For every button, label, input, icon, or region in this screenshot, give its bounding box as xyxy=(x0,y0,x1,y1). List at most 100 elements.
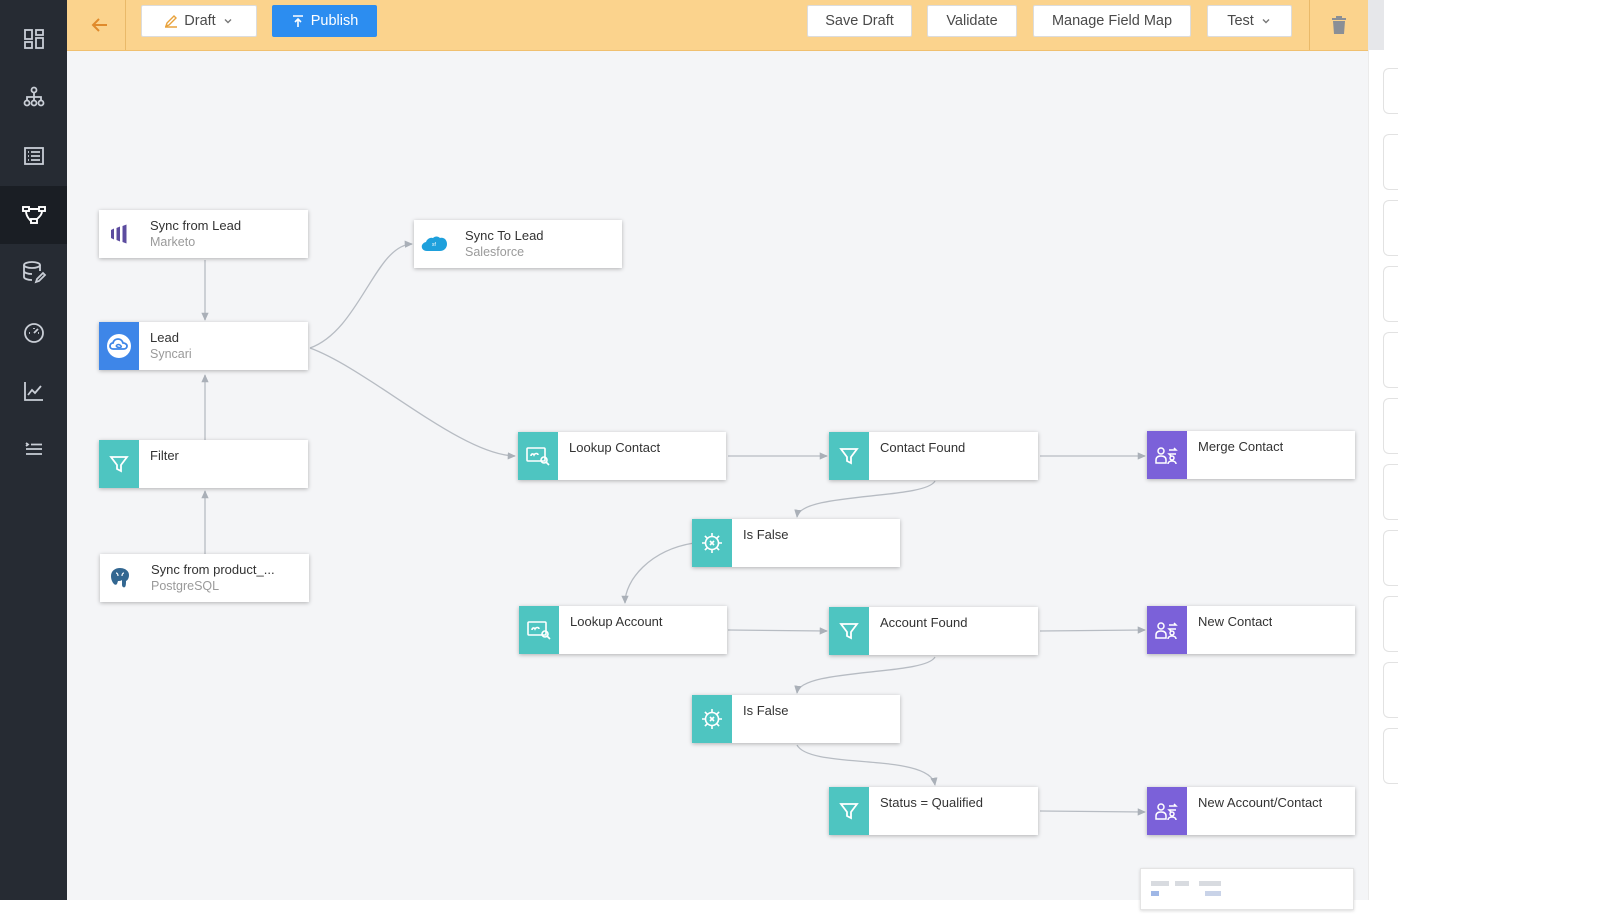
side-panel-tab[interactable] xyxy=(1383,332,1398,388)
toolbar-divider xyxy=(125,0,126,50)
side-panel-tab[interactable] xyxy=(1383,464,1398,520)
filter-icon xyxy=(109,456,129,473)
filter-icon xyxy=(839,448,859,465)
node-sync-to-lead[interactable]: sf Sync To Lead Salesforce xyxy=(414,220,622,268)
node-new-account-contact[interactable]: New Account/Contact xyxy=(1147,787,1355,835)
nav-entities[interactable] xyxy=(0,68,67,126)
draft-dropdown[interactable]: Draft xyxy=(141,5,257,37)
side-panel-tab[interactable] xyxy=(1383,134,1398,190)
nav-logs[interactable] xyxy=(0,420,67,478)
nav-analytics[interactable] xyxy=(0,362,67,420)
sidebar xyxy=(0,0,67,900)
node-title: Contact Found xyxy=(880,440,966,455)
node-subtitle: Salesforce xyxy=(465,245,525,259)
side-panel-tab[interactable] xyxy=(1383,530,1398,586)
postgresql-icon xyxy=(111,568,129,588)
gear-icon xyxy=(702,533,722,553)
save-draft-label: Save Draft xyxy=(825,13,894,29)
side-panel-tab[interactable] xyxy=(1383,728,1398,784)
side-panel-tab[interactable] xyxy=(1383,266,1398,322)
nav-records[interactable] xyxy=(0,127,67,185)
database-edit-icon xyxy=(22,261,46,284)
nav-data-studio[interactable] xyxy=(0,244,67,302)
side-panel-tab[interactable] xyxy=(1383,200,1398,256)
nav-dashboard[interactable] xyxy=(0,10,67,68)
upload-icon xyxy=(292,15,303,27)
node-title: Lookup Account xyxy=(570,614,663,629)
publish-label: Publish xyxy=(310,13,359,29)
toolbar-divider xyxy=(1309,0,1310,50)
trash-icon xyxy=(1332,16,1346,34)
node-title: New Contact xyxy=(1198,614,1273,629)
node-title: Account Found xyxy=(880,615,968,630)
users-sync-icon xyxy=(1155,622,1178,640)
node-title: Sync To Lead xyxy=(465,228,544,243)
node-title: Lookup Contact xyxy=(569,440,661,455)
node-title: Merge Contact xyxy=(1198,439,1284,454)
manage-field-map-button[interactable]: Manage Field Map xyxy=(1033,5,1191,37)
node-title: Lead xyxy=(150,330,179,345)
node-account-found[interactable]: Account Found xyxy=(829,607,1038,655)
test-dropdown[interactable]: Test xyxy=(1207,5,1292,37)
node-sync-from-lead[interactable]: Sync from Lead Marketo xyxy=(99,210,308,258)
node-filter[interactable]: Filter xyxy=(99,440,308,488)
chart-line-icon xyxy=(23,382,43,401)
node-title: Sync from Lead xyxy=(150,218,242,233)
node-title: New Account/Contact xyxy=(1198,795,1323,810)
node-title: Is False xyxy=(743,527,789,542)
users-sync-icon xyxy=(1155,447,1178,465)
publish-button[interactable]: Publish xyxy=(272,5,377,37)
side-panel xyxy=(1368,0,1600,900)
node-title: Sync from product_... xyxy=(151,562,275,577)
side-panel-tab[interactable] xyxy=(1383,596,1398,652)
node-merge-contact[interactable]: Merge Contact xyxy=(1147,431,1355,479)
node-title: Status = Qualified xyxy=(880,795,983,810)
side-panel-tab[interactable] xyxy=(1383,68,1398,114)
marketo-icon xyxy=(111,224,127,244)
node-lookup-contact[interactable]: Lookup Contact xyxy=(518,432,726,480)
filter-icon xyxy=(839,803,859,820)
test-label: Test xyxy=(1227,13,1254,29)
nav-monitoring[interactable] xyxy=(0,303,67,361)
gauge-icon xyxy=(23,323,44,343)
node-status-qualified[interactable]: Status = Qualified xyxy=(829,787,1038,835)
svg-text:sf: sf xyxy=(432,242,437,248)
toolbar: Draft Publish Save Draft Validate Manage… xyxy=(67,0,1368,51)
minimap-preview xyxy=(1151,881,1221,896)
chevron-down-icon xyxy=(224,19,232,24)
node-lookup-account[interactable]: Lookup Account xyxy=(519,606,727,654)
chevron-down-icon xyxy=(1262,19,1270,24)
draft-label: Draft xyxy=(184,13,216,29)
node-title: Is False xyxy=(743,703,789,718)
node-lead[interactable]: Lead Syncari xyxy=(99,322,308,370)
node-sync-from-product[interactable]: Sync from product_... PostgreSQL xyxy=(100,554,309,602)
side-panel-tab[interactable] xyxy=(1383,662,1398,718)
hierarchy-icon xyxy=(23,86,44,107)
node-contact-found[interactable]: Contact Found xyxy=(829,432,1038,480)
node-title: Filter xyxy=(150,448,179,463)
pipeline-icon xyxy=(21,206,46,224)
arrow-left-icon xyxy=(91,18,107,32)
save-draft-button[interactable]: Save Draft xyxy=(807,5,912,37)
filter-icon xyxy=(839,623,859,640)
node-new-contact[interactable]: New Contact xyxy=(1147,606,1355,654)
side-panel-tab[interactable] xyxy=(1383,398,1398,454)
minimap[interactable] xyxy=(1140,868,1354,910)
manage-field-map-label: Manage Field Map xyxy=(1051,13,1173,29)
back-button[interactable] xyxy=(83,8,117,42)
node-subtitle: Syncari xyxy=(150,347,192,361)
nav-pipelines[interactable] xyxy=(0,186,67,244)
delete-button[interactable] xyxy=(1322,8,1356,42)
users-sync-icon xyxy=(1155,803,1178,821)
node-subtitle: Marketo xyxy=(150,235,196,249)
dashboard-icon xyxy=(23,29,44,49)
node-is-false-1[interactable]: Is False xyxy=(692,519,900,567)
node-subtitle: PostgreSQL xyxy=(151,579,220,593)
lookup-icon xyxy=(526,447,550,466)
node-is-false-2[interactable]: Is False xyxy=(692,695,900,743)
validate-button[interactable]: Validate xyxy=(927,5,1017,37)
syncari-cloud-icon xyxy=(107,334,131,358)
list-icon xyxy=(23,147,44,165)
pencil-icon xyxy=(165,15,178,28)
lookup-icon xyxy=(527,621,551,640)
